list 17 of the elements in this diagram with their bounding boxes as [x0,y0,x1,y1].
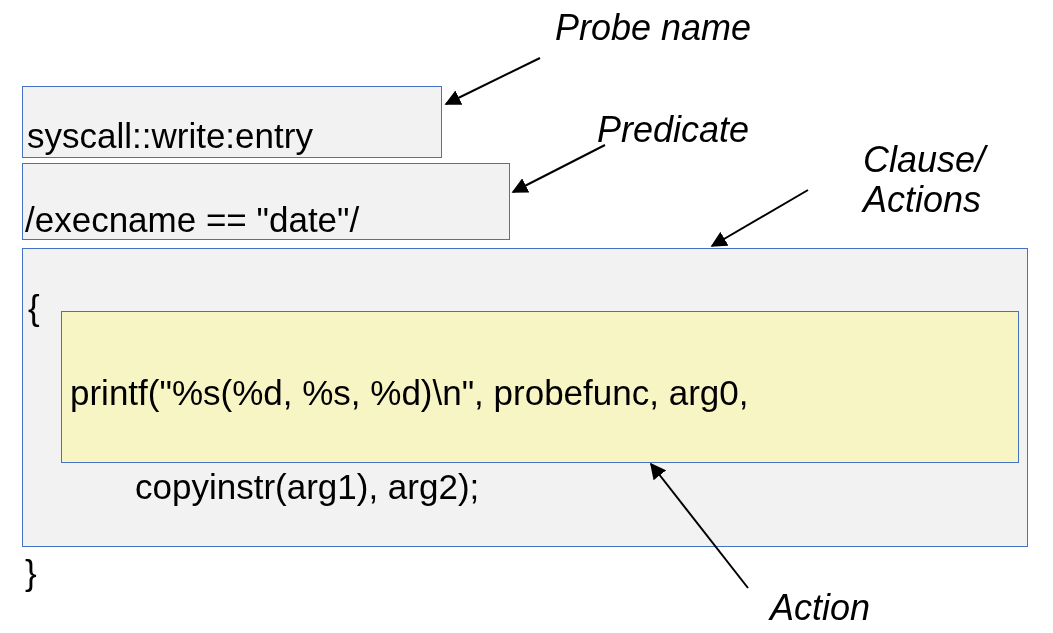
callout-label: Probe name [555,8,753,48]
probe-box [22,86,442,158]
predicate-box [22,163,510,240]
code-text: /execname == "date"/ [25,201,360,240]
arrow [710,189,809,247]
code-text: { [28,289,40,328]
code-text: syscall::write:entry [27,117,313,156]
callout-label: Clause/ Actions [863,140,989,220]
arrow [511,144,606,193]
callout-label: Action [770,588,872,628]
action-box [61,311,1019,463]
callout-label: Predicate [597,110,751,150]
code-text: } [25,554,37,593]
code-text: printf("%s(%d, %s, %d)\n", probefunc, arg0, [70,374,749,413]
arrow [650,462,749,589]
arrow [444,57,541,105]
code-text: copyinstr(arg1), arg2); [135,468,480,507]
